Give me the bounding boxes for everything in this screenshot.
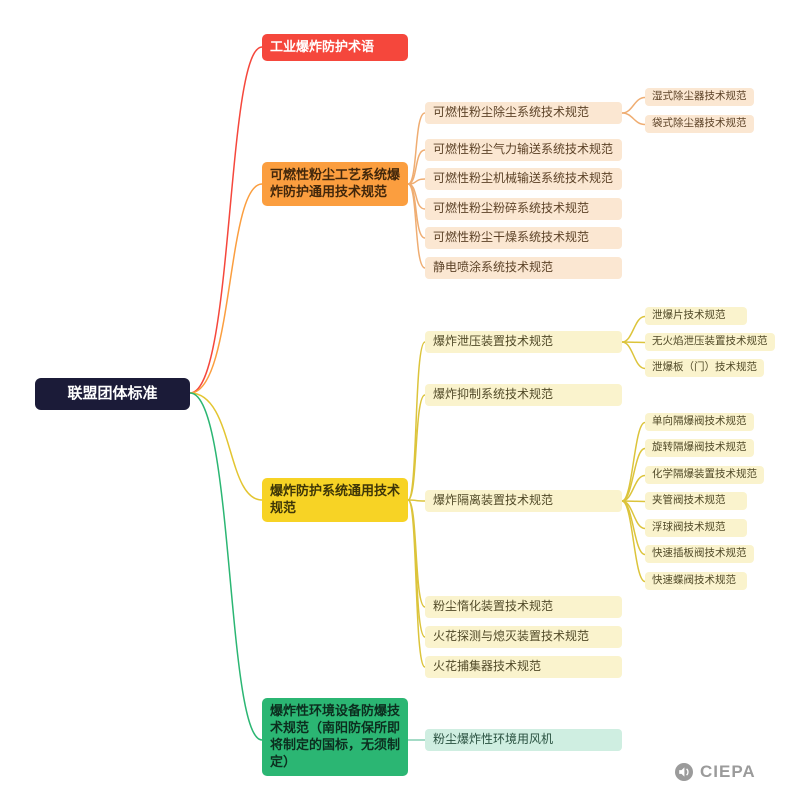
topic-quick-butterfly-valve[interactable]: 快速蝶阀技术规范 (645, 572, 747, 590)
connector (621, 500, 646, 583)
branch-dust-process-systems[interactable]: 可燃性粉尘工艺系统爆炸防护通用技术规范 (262, 162, 408, 206)
topic-one-way-isolation-valve[interactable]: 单向隔爆阀技术规范 (645, 413, 754, 431)
connector (407, 499, 426, 668)
connector (621, 447, 646, 502)
connector (407, 183, 426, 269)
topic-spark-detection-extinguishing[interactable]: 火花探测与熄灭装置技术规范 (425, 626, 622, 648)
watermark: CIEPA (674, 762, 756, 782)
connector (407, 112, 426, 185)
topic-explosion-venting[interactable]: 爆炸泄压装置技术规范 (425, 331, 622, 353)
topic-mechanical-conveying[interactable]: 可燃性粉尘机械输送系统技术规范 (425, 168, 622, 190)
connector (407, 499, 426, 638)
connector (407, 394, 426, 501)
branch-protection-systems[interactable]: 爆炸防护系统通用技术规范 (262, 478, 408, 522)
root-node[interactable]: 联盟团体标准 (35, 378, 190, 410)
topic-drying-system[interactable]: 可燃性粉尘干燥系统技术规范 (425, 227, 622, 249)
topic-spark-arrester[interactable]: 火花捕集器技术规范 (425, 656, 622, 678)
topic-fan-for-explosive-atmosphere[interactable]: 粉尘爆炸性环境用风机 (425, 729, 622, 751)
ciepa-logo-icon (675, 763, 693, 781)
topic-vent-panel-door[interactable]: 泄爆板（门）技术规范 (645, 359, 764, 377)
topic-pinch-valve[interactable]: 夹管阀技术规范 (645, 492, 747, 510)
topic-dust-inerting[interactable]: 粉尘惰化装置技术规范 (425, 596, 622, 618)
connector (189, 46, 263, 394)
connector (407, 341, 426, 501)
topic-wet-dust-collector[interactable]: 湿式除尘器技术规范 (645, 88, 754, 106)
topic-flameless-venting[interactable]: 无火焰泄压装置技术规范 (645, 333, 775, 351)
topic-explosion-isolation[interactable]: 爆炸隔离装置技术规范 (425, 490, 622, 512)
topic-pneumatic-conveying[interactable]: 可燃性粉尘气力输送系统技术规范 (425, 139, 622, 161)
topic-dedusting-system[interactable]: 可燃性粉尘除尘系统技术规范 (425, 102, 622, 124)
branch-explosive-atmosphere-equipment[interactable]: 爆炸性环境设备防爆技术规范（南阳防保所即将制定的国标，无须制定） (262, 698, 408, 776)
watermark-text: CIEPA (700, 762, 756, 781)
topic-rotary-isolation-valve[interactable]: 旋转隔爆阀技术规范 (645, 439, 754, 457)
topic-electrostatic-spraying[interactable]: 静电喷涂系统技术规范 (425, 257, 622, 279)
topic-explosion-suppression[interactable]: 爆炸抑制系统技术规范 (425, 384, 622, 406)
topic-chemical-isolation[interactable]: 化学隔爆装置技术规范 (645, 466, 764, 484)
connector (621, 315, 646, 343)
topic-crushing-system[interactable]: 可燃性粉尘粉碎系统技术规范 (425, 198, 622, 220)
topic-float-valve[interactable]: 浮球阀技术规范 (645, 519, 747, 537)
connector (621, 112, 646, 126)
topic-rupture-panel[interactable]: 泄爆片技术规范 (645, 307, 747, 325)
branch-terminology[interactable]: 工业爆炸防护术语 (262, 34, 408, 61)
connector (189, 392, 263, 741)
connector (621, 341, 646, 370)
connector (189, 183, 263, 394)
connector (407, 499, 426, 502)
connector (407, 149, 426, 185)
connector (621, 96, 646, 114)
topic-quick-slide-valve[interactable]: 快速插板阀技术规范 (645, 545, 754, 563)
connector (189, 392, 263, 501)
topic-bag-dust-collector[interactable]: 袋式除尘器技术规范 (645, 115, 754, 133)
